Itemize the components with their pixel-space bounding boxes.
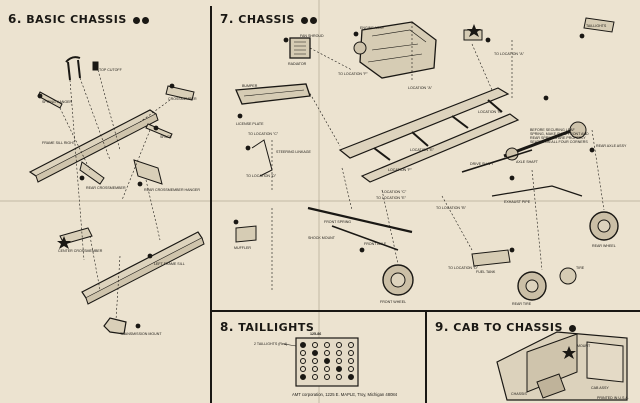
part-label: LEFT FRAME SILL (154, 262, 185, 266)
cab-to-chassis-section: 9. CAB TO CHASSIS MOUNT CHASSIS CAB ASSY… (427, 312, 640, 403)
part-label: LOCATION "B" (478, 110, 503, 114)
taillight-lens (348, 358, 354, 364)
part-label: RADIATOR (288, 62, 307, 66)
taillight-lens (324, 366, 330, 372)
part-label: LOCATION "A" (408, 86, 433, 90)
part-label: DRIVE SHAFT (470, 162, 494, 166)
taillight-lens (300, 342, 306, 348)
fold-line (0, 200, 640, 202)
part-label: FRONT AXLE (364, 242, 387, 246)
basic-chassis-diagram (28, 56, 205, 335)
part-label: LOCATION "E" (410, 148, 435, 152)
part-label: FRONT SPRING (324, 220, 352, 224)
part-label: TO LOCATION "C" (248, 132, 279, 136)
part-label: FRONT WHEEL (380, 300, 407, 304)
part-label: ENGINE ASSY (360, 26, 385, 30)
part-label: REAR CROSSMEMBER HANGER (144, 188, 200, 192)
cab-to-chassis-diagram (496, 331, 628, 401)
part-label: TO LOCATION "D" (448, 266, 479, 270)
part-label: REAR AXLE ASSY (596, 144, 627, 148)
taillight-lens (312, 374, 318, 380)
taillight-lens (312, 350, 318, 356)
taillight-lens (312, 342, 318, 348)
basic-chassis-section: 6. BASIC CHASSIS (0, 0, 210, 403)
part-label: STEERING LINKAGE (276, 150, 311, 154)
taillight-lens (348, 366, 354, 372)
part-label: CROSSMEMBER (168, 97, 197, 101)
part-label: REAR CROSSMEMBER (86, 186, 126, 190)
taillight-lens (324, 350, 330, 356)
part-label: FAN SHROUD (300, 34, 324, 38)
part-label: BUMPER (242, 84, 258, 88)
part-label: 2 TAILLIGHTS (Red) (254, 342, 288, 346)
part-code: 125-86 (310, 332, 322, 336)
part-label: MOUNT (577, 344, 591, 348)
taillight-lens (336, 366, 342, 372)
chassis-section: 7. CHASSIS (212, 0, 640, 310)
taillight-lens (348, 374, 354, 380)
part-label: FUEL TANK (476, 270, 496, 274)
taillight-lens (300, 366, 306, 372)
section-divider (425, 310, 427, 403)
part-label: MUFFLER (234, 246, 251, 250)
taillight-lens (336, 374, 342, 380)
part-label: LOCATION "F" (388, 168, 412, 172)
manufacturer-address: AMT corporation, 1225 E. MAPLE, Troy, Mi… (292, 392, 398, 397)
taillight-lens (336, 350, 342, 356)
part-label: REAR WHEEL (592, 244, 616, 248)
part-label: REAR TIRE (512, 302, 532, 306)
taillight-lens (324, 358, 330, 364)
part-label: SHOCK MOUNT (308, 236, 335, 240)
part-label: TO LOCATION "F" (338, 72, 368, 76)
taillight-lens (324, 374, 330, 380)
part-label: LICENSE PLATE (236, 122, 264, 126)
section-title: 6. BASIC CHASSIS (8, 12, 150, 26)
taillight-lens (336, 358, 342, 364)
taillight-lens (336, 342, 342, 348)
part-label: EXHAUST PIPE (504, 200, 531, 204)
taillight-lens (300, 350, 306, 356)
taillight-lens (300, 374, 306, 380)
part-label: TO LOCATION "A" (494, 52, 524, 56)
taillight-lens (312, 366, 318, 372)
taillight-lens (348, 350, 354, 356)
taillights-section: 8. TAILLIGHTS 125-86 2 TAILLIGHTS (Red) (212, 312, 425, 403)
taillight-lens (348, 342, 354, 348)
taillight-lens (324, 342, 330, 348)
part-label: TRANSMISSION MOUNT (120, 332, 162, 336)
section-title: 9. CAB TO CHASSIS (435, 320, 577, 334)
part-label: TO LOCATION "E" (376, 196, 406, 200)
taillights-diagram (283, 337, 359, 387)
fold-line (318, 0, 320, 403)
chassis-diagram (233, 17, 619, 301)
part-label: TO LOCATION "B" (436, 206, 466, 210)
section-divider (210, 6, 212, 403)
part-label: SPACE (160, 135, 172, 139)
taillight-lens (312, 358, 318, 364)
assembly-note: BEFORE SECURING LEAF SPRING, MAKE SURE F… (530, 128, 589, 144)
part-label: TO LOCATION "D" (246, 174, 277, 178)
part-label: CENTER CROSSMEMBER (58, 249, 103, 253)
part-label: FRAME SILL RIGHT (42, 141, 76, 145)
part-label: LOCATION "C" (382, 190, 407, 194)
part-label: CAB ASSY (591, 386, 609, 390)
copyright: PRINTED IN U.S.A. (597, 396, 629, 400)
part-label: TAILLIGHTS (586, 24, 607, 28)
part-label: TOP CUTOFF (99, 68, 122, 72)
taillight-lens (300, 358, 306, 364)
part-label: CHASSIS (511, 392, 527, 396)
part-label: AXLE SHAFT (516, 160, 538, 164)
section-title: 8. TAILLIGHTS (220, 320, 315, 334)
part-label: SPRING HANGER (42, 100, 73, 104)
section-title: 7. CHASSIS (220, 12, 318, 26)
part-label: TIRE (576, 266, 585, 270)
